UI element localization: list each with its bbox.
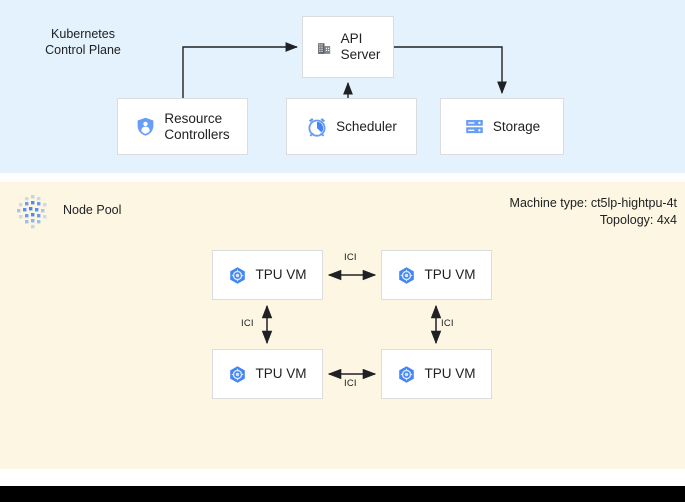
ici-label-left: ICI [241, 318, 254, 329]
dot-grid-icon [17, 195, 47, 229]
node-box-tpu-vm-1[interactable]: TPU VM [212, 250, 323, 300]
tpu-hexagon-icon [230, 365, 246, 383]
node-pool-label: Node Pool [63, 203, 122, 217]
shield-person-icon [137, 117, 154, 136]
ici-label-right: ICI [441, 318, 454, 329]
tpu-vm-label: TPU VM [255, 267, 307, 282]
topology-text: Topology: 4x4 [599, 213, 677, 227]
building-icon [317, 42, 330, 54]
storage-disk-icon [466, 119, 483, 134]
node-box-storage[interactable]: Storage [440, 98, 564, 155]
storage-label: Storage [492, 118, 541, 134]
node-box-resource-controllers[interactable]: Resource Controllers [117, 98, 248, 155]
bottom-bar [0, 486, 685, 502]
api-server-label: API Server [340, 31, 381, 62]
node-box-scheduler[interactable]: Scheduler [286, 98, 417, 155]
machine-info: Machine type: ct5lp-hightpu-4t Topology:… [510, 195, 677, 229]
machine-type-text: Machine type: ct5lp-hightpu-4t [509, 196, 677, 210]
node-pool-panel [0, 182, 685, 469]
ici-label-bottom: ICI [344, 378, 357, 389]
alarm-clock-icon [308, 117, 326, 137]
tpu-hexagon-icon [399, 266, 415, 284]
tpu-vm-label: TPU VM [255, 366, 307, 381]
control-plane-label: Kubernetes Control Plane [45, 27, 121, 57]
node-box-tpu-vm-3[interactable]: TPU VM [212, 349, 323, 399]
tpu-vm-label: TPU VM [424, 267, 476, 282]
node-box-tpu-vm-4[interactable]: TPU VM [381, 349, 492, 399]
tpu-vm-label: TPU VM [424, 366, 476, 381]
tpu-hexagon-icon [230, 266, 246, 284]
node-box-api-server[interactable]: API Server [302, 16, 394, 78]
resource-controllers-label: Resource Controllers [164, 110, 230, 142]
node-box-tpu-vm-2[interactable]: TPU VM [381, 250, 492, 300]
tpu-hexagon-icon [399, 365, 415, 383]
scheduler-label: Scheduler [336, 118, 397, 134]
ici-label-top: ICI [344, 252, 357, 263]
